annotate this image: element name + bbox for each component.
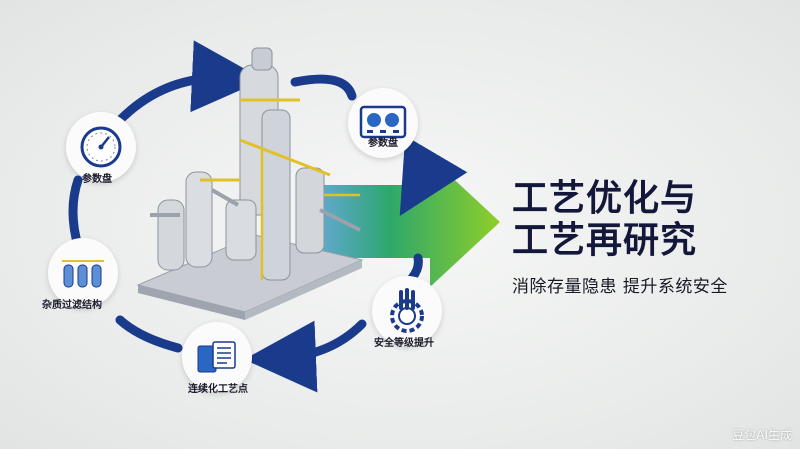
filter-structure-icon [62,260,104,288]
node-panel[interactable] [348,88,418,158]
node-gauge-label: 参数盘 [82,174,112,185]
plant-illustration [136,47,364,320]
node-process-label: 连续化工艺点 [188,384,248,395]
cycle-arrow-bottom-right [244,319,367,393]
title-line-1: 工艺优化与 [512,178,698,219]
node-panel-label: 参数盘 [368,138,398,149]
node-filter[interactable] [48,238,118,308]
cycle-arrow-right [399,135,468,217]
watermark: 豆包AI生成 [732,428,792,442]
subtitle: 消除存量隐患 提升系统安全 [512,277,728,297]
node-filter-label: 杂质过滤结构 [42,300,102,311]
cycle-arrow-bottom-left [115,315,183,353]
safety-gear-icon [390,288,424,333]
cycle-arrow-right-lower [407,253,423,283]
gauge-icon [80,126,122,168]
process-document-icon [197,341,236,373]
node-process[interactable] [182,322,252,392]
title-line-2: 工艺再研究 [512,220,698,261]
node-safety-label: 安全等级提升 [374,338,434,349]
cycle-arrow-left [68,175,83,251]
cycle-arrow-top-right [290,74,357,101]
node-gauge[interactable] [66,112,136,182]
cycle-arrow-top-left [115,40,264,125]
control-panel-icon [359,105,407,139]
main-title: 工艺优化与 工艺再研究 [512,178,697,262]
node-safety[interactable] [372,276,442,346]
